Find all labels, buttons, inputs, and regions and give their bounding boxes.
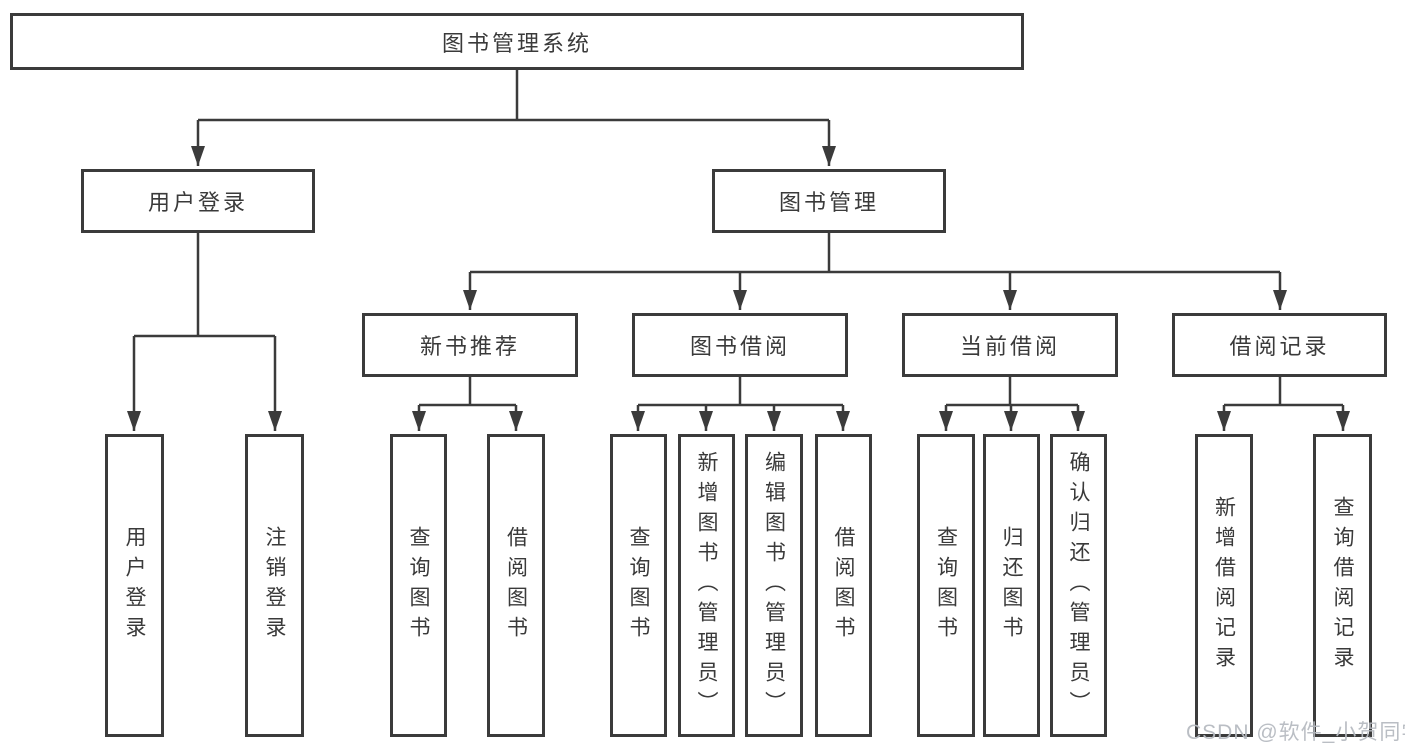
leaf-borrow-books-2: 借阅图书 <box>815 434 872 737</box>
leaf-query-borrow-record-label: 查询借阅记录 <box>1331 495 1354 676</box>
node-user-login-label: 用户登录 <box>147 190 248 215</box>
leaf-user-login-label: 用户登录 <box>123 525 146 646</box>
leaf-return-books-label: 归还图书 <box>1000 525 1023 646</box>
leaf-query-books-2: 查询图书 <box>610 434 667 737</box>
leaf-borrow-books-1: 借阅图书 <box>487 434 545 737</box>
node-root-label: 图书管理系统 <box>441 30 592 56</box>
leaf-add-books-admin: 新增图书（管理员） <box>678 434 735 737</box>
leaf-add-borrow-record: 新增借阅记录 <box>1195 434 1253 737</box>
node-borrow-records: 借阅记录 <box>1172 313 1387 377</box>
leaf-query-books-3-label: 查询图书 <box>934 525 958 646</box>
leaf-confirm-return-admin: 确认归还（管理员） <box>1050 434 1107 737</box>
node-new-book-recommend: 新书推荐 <box>362 313 578 377</box>
leaf-borrow-books-2-label: 借阅图书 <box>832 525 855 646</box>
leaf-query-books-1-label: 查询图书 <box>407 525 430 646</box>
node-borrow-records-label: 借阅记录 <box>1229 334 1330 359</box>
leaf-user-login: 用户登录 <box>105 434 164 737</box>
node-book-borrow: 图书借阅 <box>632 313 848 377</box>
node-new-book-recommend-label: 新书推荐 <box>419 334 520 359</box>
leaf-edit-books-admin-label: 编辑图书（管理员） <box>762 450 786 721</box>
leaf-add-borrow-record-label: 新增借阅记录 <box>1212 495 1236 676</box>
node-user-login: 用户登录 <box>81 169 315 233</box>
leaf-return-books: 归还图书 <box>983 434 1040 737</box>
leaf-logout-label: 注销登录 <box>263 525 286 646</box>
leaf-borrow-books-1-label: 借阅图书 <box>504 525 528 646</box>
leaf-query-borrow-record: 查询借阅记录 <box>1313 434 1372 737</box>
leaf-edit-books-admin: 编辑图书（管理员） <box>745 434 803 737</box>
leaf-confirm-return-admin-label: 确认归还（管理员） <box>1067 450 1090 721</box>
leaf-query-books-3: 查询图书 <box>917 434 975 737</box>
node-current-borrow: 当前借阅 <box>902 313 1118 377</box>
node-book-management: 图书管理 <box>712 169 946 233</box>
node-root: 图书管理系统 <box>10 13 1024 70</box>
leaf-logout: 注销登录 <box>245 434 304 737</box>
leaf-query-books-1: 查询图书 <box>390 434 447 737</box>
node-book-borrow-label: 图书借阅 <box>689 334 790 359</box>
csdn-watermark: CSDN @软件_小贺同学 <box>1186 721 1405 744</box>
node-book-management-label: 图书管理 <box>778 190 879 215</box>
leaf-add-books-admin-label: 新增图书（管理员） <box>695 450 718 721</box>
leaf-query-books-2-label: 查询图书 <box>627 525 650 646</box>
node-current-borrow-label: 当前借阅 <box>959 334 1060 359</box>
